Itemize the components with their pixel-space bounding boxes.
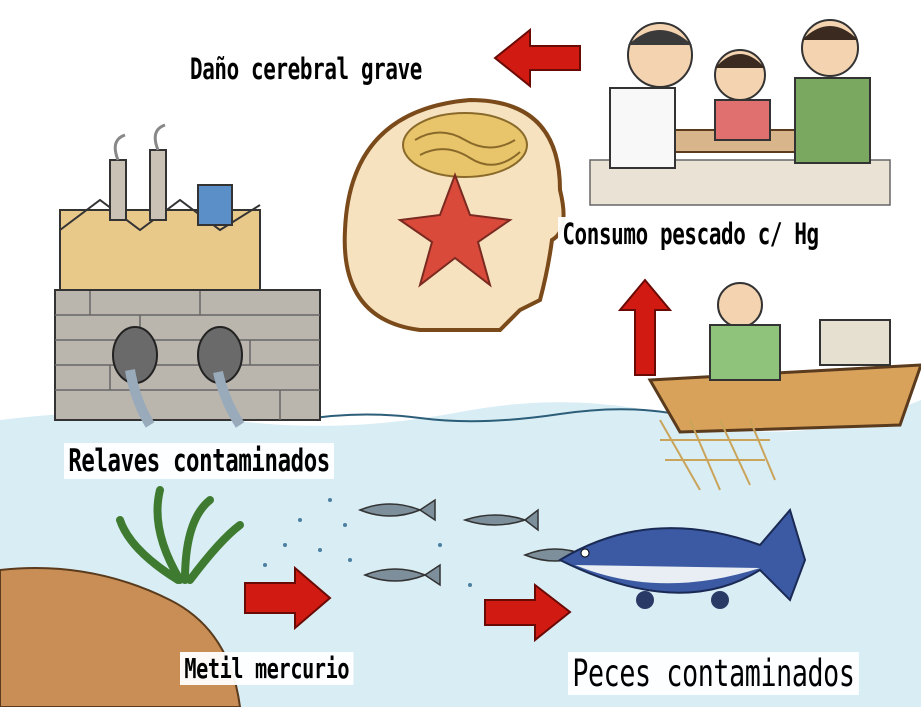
family-eating <box>589 19 891 206</box>
fish-consumption-label: Consumo pescado c/ Hg <box>558 217 824 251</box>
methylmercury-label: Metil mercurio <box>180 652 354 685</box>
small-fish-school <box>357 498 599 587</box>
factory <box>54 123 321 428</box>
brain-damage-label: Daño cerebral grave <box>190 52 423 86</box>
big-contaminated-fish <box>557 507 807 609</box>
mercury-particles <box>263 498 472 587</box>
fishing-boat <box>647 282 921 491</box>
red-arrow-icon <box>244 27 673 643</box>
tailings-label: Relaves contaminados <box>64 443 335 479</box>
contaminated-fish-label: Peces contaminados <box>568 652 859 695</box>
head-with-brain <box>342 97 566 332</box>
seaweed <box>116 486 244 584</box>
